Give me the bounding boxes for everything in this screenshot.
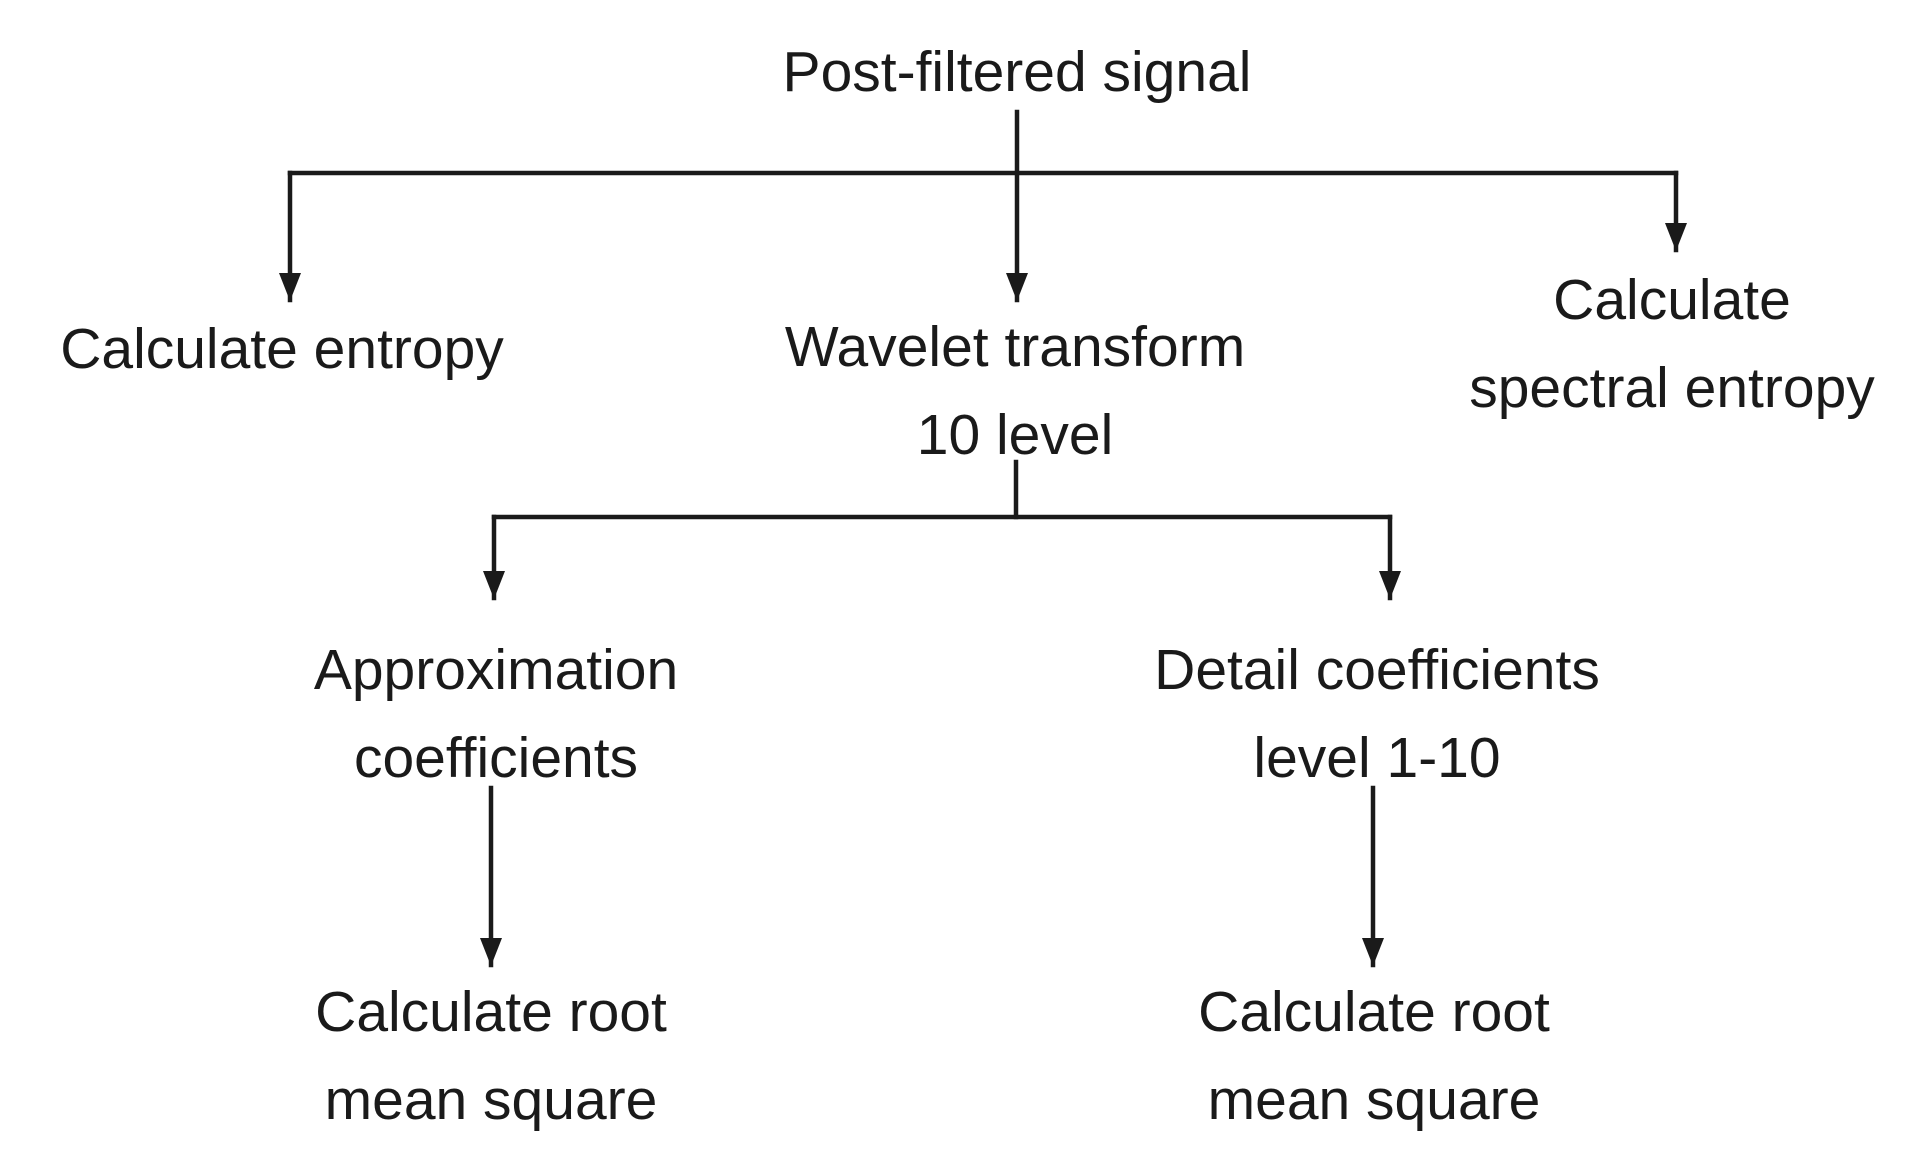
label-line-2: spectral entropy [1469, 356, 1875, 420]
label-line-1: Post-filtered signal [782, 40, 1252, 104]
label-line-2: 10 level [916, 403, 1114, 467]
label-line-2: coefficients [353, 726, 639, 790]
label-line-1: Calculate [1553, 268, 1791, 332]
label-line-2: mean square [1207, 1068, 1541, 1132]
node-detail-coefficients: Detail coefficients level 1-10 [1154, 626, 1600, 802]
node-rms-approximation: Calculate root mean square [315, 968, 667, 1144]
node-wavelet-transform: Wavelet transform 10 level [785, 303, 1245, 479]
label-line-1: Calculate root [315, 980, 667, 1044]
label-line-1: Detail coefficients [1154, 638, 1600, 702]
node-post-filtered-signal: Post-filtered signal [783, 28, 1252, 116]
label-line-1: Wavelet transform [784, 315, 1246, 379]
node-calculate-spectral-entropy: Calculate spectral entropy [1469, 256, 1875, 432]
label-line-1: Approximation [313, 638, 679, 702]
label-line-2: level 1-10 [1253, 726, 1501, 790]
node-calculate-entropy: Calculate entropy [60, 305, 504, 393]
node-rms-detail: Calculate root mean square [1198, 968, 1550, 1144]
node-approximation-coefficients: Approximation coefficients [314, 626, 678, 802]
label-line-1: Calculate root [1198, 980, 1550, 1044]
label-line-1: Calculate entropy [60, 317, 504, 381]
label-line-2: mean square [324, 1068, 658, 1132]
